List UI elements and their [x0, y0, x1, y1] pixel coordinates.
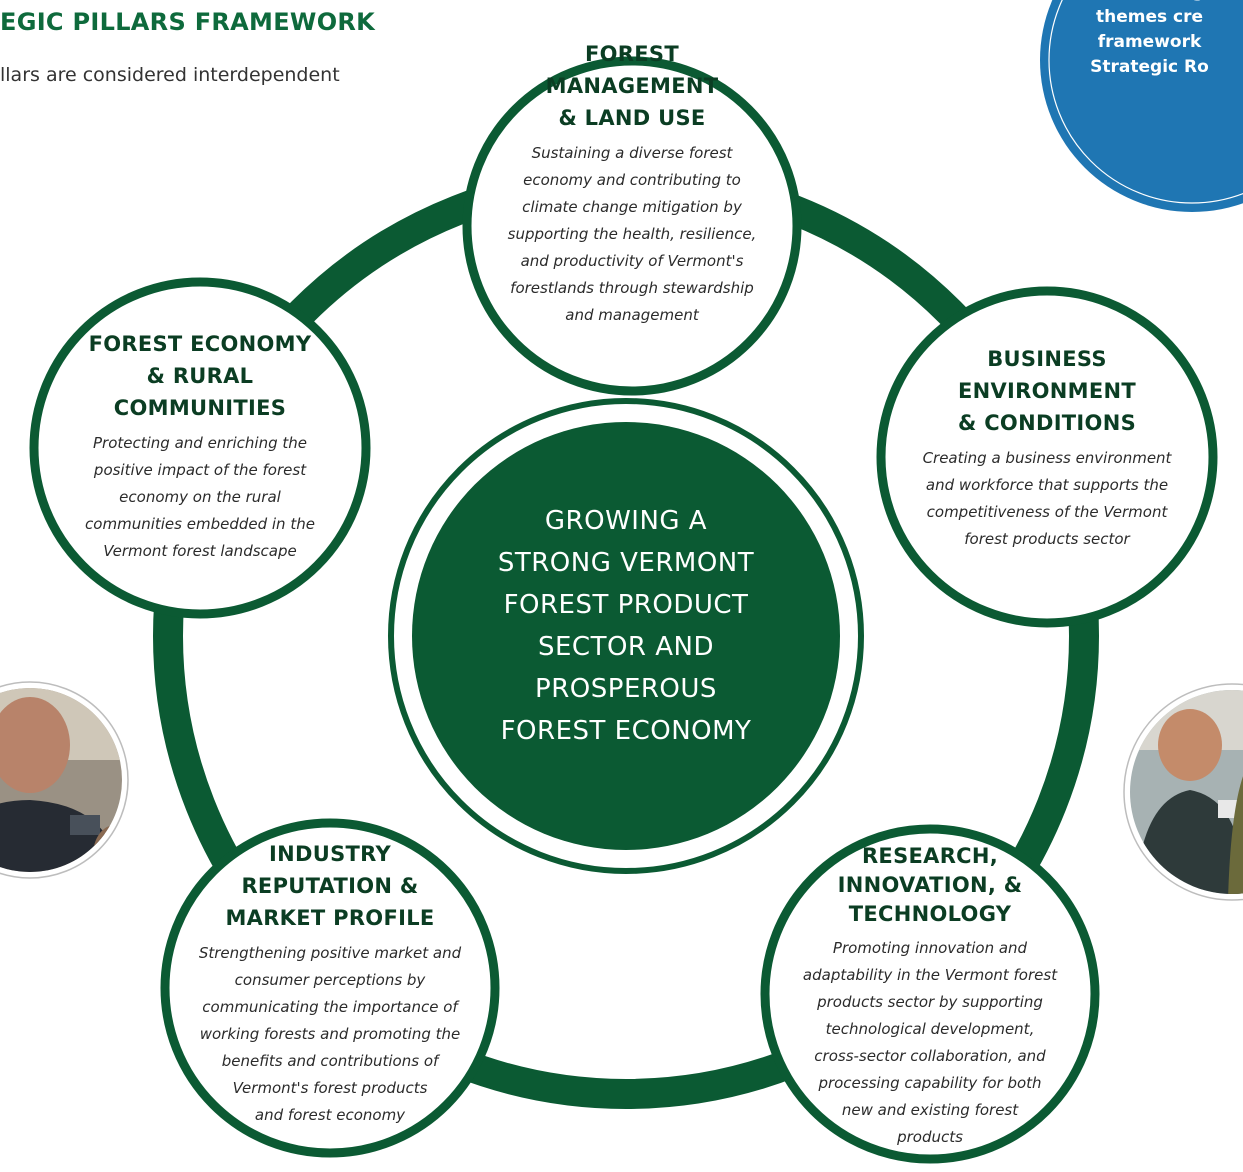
callout-circle-ring	[1048, 0, 1243, 204]
pillar-forest-economy: FOREST ECONOMY & RURAL COMMUNITIES Prote…	[45, 328, 355, 565]
pillar-description: Sustaining a diverse forest economy and …	[507, 144, 757, 324]
page-subtitle: llars are considered interdependent	[0, 64, 340, 86]
pillar-circle-business-environment	[876, 286, 1218, 628]
callout-text: and the hig themes cre framework Strateg…	[1090, 0, 1209, 77]
page-title: EGIC PILLARS FRAMEWORK	[0, 8, 376, 36]
pillar-description: Protecting and enriching the positive im…	[85, 434, 315, 560]
pillar-circle-forest-economy	[29, 277, 371, 619]
pillar-research-innovation: RESEARCH, INNOVATION, & TECHNOLOGY Promo…	[775, 842, 1085, 1151]
pillar-title: INDUSTRY REPUTATION & MARKET PROFILE	[225, 842, 435, 930]
pillar-circle-forest-management	[462, 56, 802, 396]
pillar-title: FOREST MANAGEMENT & LAND USE	[545, 42, 719, 130]
pillar-description: Creating a business environment and work…	[922, 449, 1172, 548]
center-circle	[412, 422, 840, 850]
pillar-title: FOREST ECONOMY & RURAL COMMUNITIES	[88, 332, 312, 420]
pillar-title: BUSINESS ENVIRONMENT & CONDITIONS	[957, 347, 1137, 435]
pillar-circle-research-innovation	[760, 824, 1100, 1164]
pillar-business-environment: BUSINESS ENVIRONMENT & CONDITIONS Creati…	[892, 343, 1202, 553]
photo-left	[0, 681, 129, 879]
center-ring	[388, 398, 864, 874]
photo-right	[1123, 683, 1243, 901]
pillar-industry-reputation: INDUSTRY REPUTATION & MARKET PROFILE Str…	[175, 838, 485, 1129]
pillar-title: RESEARCH, INNOVATION, & TECHNOLOGY	[837, 844, 1023, 926]
pillar-description: Strengthening positive market and consum…	[198, 944, 462, 1124]
center-statement: GROWING A STRONG VERMONT FOREST PRODUCT …	[497, 506, 755, 746]
pillar-circle-industry-reputation	[160, 818, 500, 1158]
callout-circle	[1040, 0, 1243, 212]
pillar-forest-management: FOREST MANAGEMENT & LAND USE Sustaining …	[482, 38, 782, 329]
pillar-description: Promoting innovation and adaptability in…	[802, 939, 1058, 1146]
